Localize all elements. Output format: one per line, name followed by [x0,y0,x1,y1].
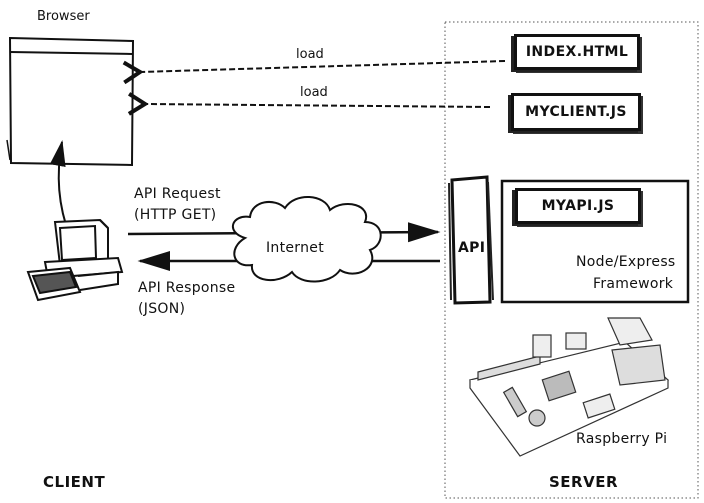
framework-label-line2: Framework [593,276,674,292]
computer-icon [26,218,124,302]
api-column [448,175,494,305]
myclient-js-file: MYCLIENT.JS [511,93,641,131]
internet-cloud [232,195,382,283]
load-arrow-client [127,92,491,116]
api-label: API [458,240,486,256]
raspberry-pi-board [468,317,670,457]
request-label-line1: API Request [134,186,221,202]
server-region [444,21,699,499]
server-section-label: SERVER [549,473,619,491]
myapi-js-file: MYAPI.JS [515,188,641,224]
response-label-line1: API Response [138,280,236,296]
browser-window [6,36,135,167]
load-label-client: load [300,85,328,100]
raspberry-pi-label: Raspberry Pi [576,431,668,447]
load-arrow-index [122,60,506,85]
request-label-line2: (HTTP GET) [134,207,217,223]
client-section-label: CLIENT [43,473,106,491]
browser-label: Browser [37,9,90,24]
internet-label: Internet [266,240,324,256]
response-label-line2: (JSON) [138,301,186,317]
index-html-file: INDEX.HTML [514,34,640,70]
framework-label-line1: Node/Express [576,254,676,270]
load-label-index: load [296,47,324,62]
